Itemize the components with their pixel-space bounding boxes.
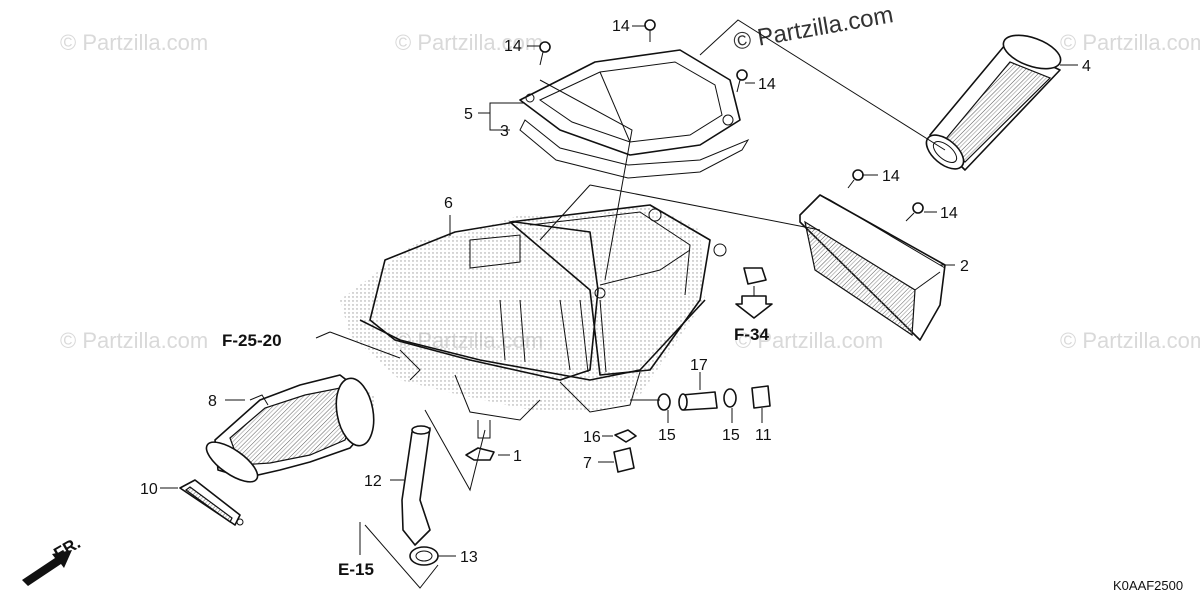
- label-14-a: 14: [612, 18, 630, 35]
- label-15-right: 15: [722, 427, 740, 444]
- label-14-e: 14: [940, 205, 958, 222]
- diagram-code: K0AAF2500: [1113, 578, 1183, 593]
- label-6: 6: [444, 195, 453, 212]
- filter-tube: [925, 34, 1062, 171]
- clip-15-right: [723, 388, 737, 408]
- clip-13: [409, 546, 439, 566]
- screw-f34: [743, 267, 767, 285]
- watermark-4: © Partzilla.com: [60, 328, 208, 353]
- cover-gasket: [519, 119, 750, 179]
- drain-tube: [401, 425, 431, 546]
- watermark-1: © Partzilla.com: [60, 30, 208, 55]
- label-14-b: 14: [504, 38, 522, 55]
- f34-arrow: [735, 286, 773, 319]
- watermark-7: © Partzilla.com: [1060, 328, 1200, 353]
- screw-14-c: [736, 69, 748, 93]
- label-11: 11: [755, 427, 772, 444]
- ref-e-15: E-15: [338, 560, 374, 579]
- plug-7: [613, 447, 635, 473]
- label-14-c: 14: [758, 76, 776, 93]
- screw-14-d: [847, 169, 864, 189]
- screw-14-e: [905, 202, 924, 222]
- clip-16: [614, 429, 637, 443]
- label-8: 8: [208, 393, 217, 410]
- air-cleaner-cover: [519, 49, 741, 156]
- leader-lines: [160, 19, 1078, 589]
- label-3: 3: [500, 123, 509, 140]
- ref-f-34: F-34: [734, 325, 770, 344]
- label-10: 10: [140, 481, 158, 498]
- watermark-6: © Partzilla.com: [735, 328, 883, 353]
- screw-14-a: [644, 19, 656, 42]
- label-15-left: 15: [658, 427, 676, 444]
- label-1: 1: [513, 448, 522, 465]
- label-4: 4: [1082, 58, 1091, 75]
- clamp-band: [179, 479, 244, 526]
- label-16: 16: [583, 429, 601, 446]
- label-5: 5: [464, 106, 473, 123]
- label-12: 12: [364, 473, 382, 490]
- watermark-3: © Partzilla.com: [1060, 30, 1200, 55]
- tube-17: [678, 391, 718, 411]
- watermark-main: © Partzilla.com: [731, 1, 895, 56]
- label-17: 17: [690, 357, 708, 374]
- ref-f-25-20: F-25-20: [222, 331, 282, 350]
- clip-1: [465, 447, 495, 461]
- label-13: 13: [460, 549, 478, 566]
- watermark-2: © Partzilla.com: [395, 30, 543, 55]
- label-14-d: 14: [882, 168, 900, 185]
- front-arrow: [22, 550, 72, 586]
- label-7: 7: [583, 455, 592, 472]
- air-cleaner-case: [340, 204, 727, 439]
- clip-15-left: [657, 393, 671, 411]
- connecting-tube: [205, 374, 375, 483]
- label-2: 2: [960, 258, 969, 275]
- cap-11: [751, 385, 771, 409]
- screw-14-b: [539, 41, 551, 66]
- air-cleaner-element: [799, 194, 946, 341]
